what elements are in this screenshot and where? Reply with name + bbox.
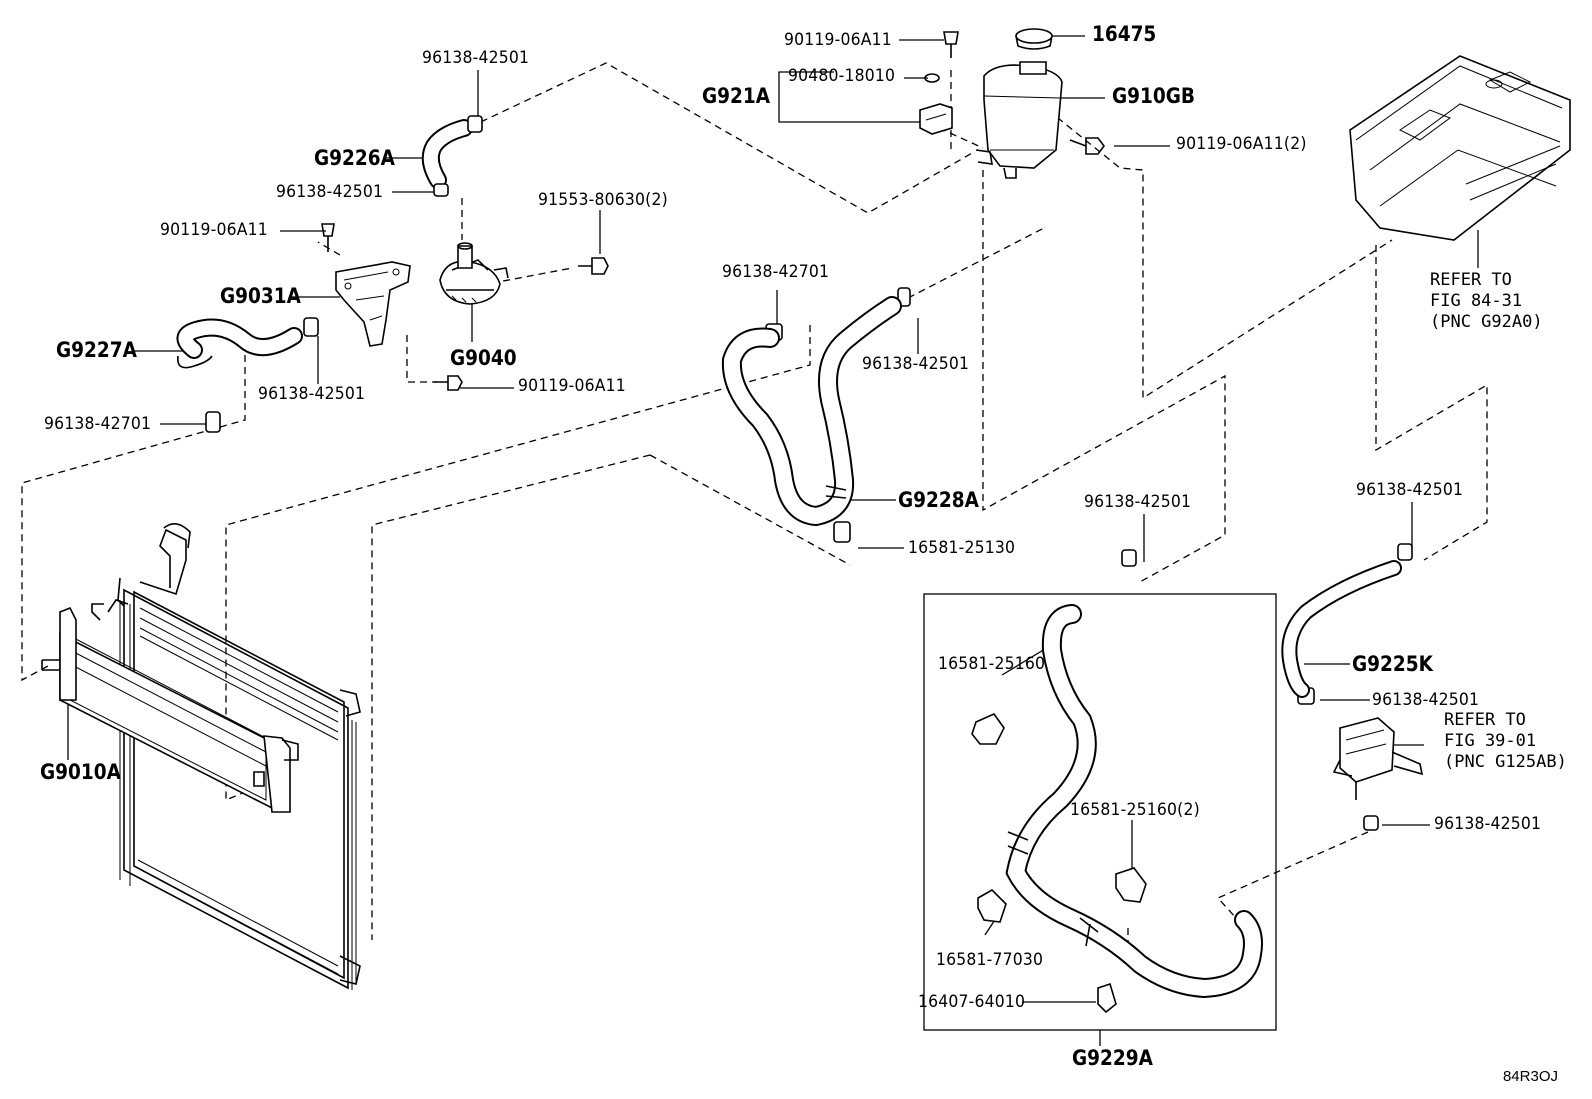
reference-inverter: REFER TO FIG 84-31 (PNC G92A0) <box>1430 270 1543 332</box>
label-cap-16475[interactable]: 16475 <box>1092 22 1157 46</box>
reservoir-tank[interactable] <box>975 28 1063 179</box>
label-clamp-16581-25160-2[interactable]: 16581-25160(2) <box>1070 800 1200 820</box>
label-radiator-g9010a[interactable]: G9010A <box>40 760 121 784</box>
label-clamp-96138-42701[interactable]: 96138-42701 <box>44 414 152 434</box>
hose-g9225k[interactable] <box>1281 560 1402 698</box>
label-bolt-90119-06a11[interactable]: 90119-06A11 <box>784 30 892 50</box>
label-clamp-96138-42701[interactable]: 96138-42701 <box>722 262 830 282</box>
oil-cooler[interactable] <box>1332 717 1424 800</box>
label-grommet-90480-18010[interactable]: 90480-18010 <box>788 66 896 86</box>
label-clamp-16581-77030[interactable]: 16581-77030 <box>936 950 1044 970</box>
label-clamp-16581-25130[interactable]: 16581-25130 <box>908 538 1016 558</box>
label-bracket-g921a[interactable]: G921A <box>702 84 771 108</box>
inverter-assembly[interactable] <box>1349 55 1571 241</box>
label-hose-g9228a[interactable]: G9228A <box>898 488 979 512</box>
label-bolt-90119-06a11-2[interactable]: 90119-06A11(2) <box>1176 134 1307 154</box>
label-clamp-96138-42501[interactable]: 96138-42501 <box>1372 690 1480 710</box>
label-reservoir-g910gb[interactable]: G910GB <box>1112 84 1196 108</box>
hose-kit-g9229a-box[interactable] <box>923 593 1277 1031</box>
electric-water-pump[interactable] <box>439 242 509 305</box>
reference-oil-cooler: REFER TO FIG 39-01 (PNC G125AB) <box>1444 710 1567 772</box>
label-hose-g9226a[interactable]: G9226A <box>314 146 395 170</box>
hose-g9228a[interactable] <box>721 296 902 527</box>
label-clamp-96138-42501[interactable]: 96138-42501 <box>1434 814 1542 834</box>
label-hose-g9225k[interactable]: G9225K <box>1352 652 1433 676</box>
leader-lines <box>67 35 1479 1046</box>
reservoir-bracket-g921a[interactable] <box>919 103 953 135</box>
label-clamp-96138-42501[interactable]: 96138-42501 <box>1356 480 1464 500</box>
label-clamp-96138-42501[interactable]: 96138-42501 <box>862 354 970 374</box>
label-clamp-96138-42501[interactable]: 96138-42501 <box>276 182 384 202</box>
figure-code: 84R3OJ <box>1502 1068 1558 1085</box>
label-bolt-90119-06a11[interactable]: 90119-06A11 <box>160 220 268 240</box>
label-clamp-96138-42501[interactable]: 96138-42501 <box>422 48 530 68</box>
label-hose-g9227a[interactable]: G9227A <box>56 338 137 362</box>
radiator-assembly[interactable] <box>91 523 361 990</box>
pump-bracket[interactable] <box>335 261 411 347</box>
label-clamp-96138-42501[interactable]: 96138-42501 <box>1084 492 1192 512</box>
bolts[interactable] <box>321 31 1105 391</box>
assembly-dashed-lines <box>21 62 1488 976</box>
label-clamp-16581-25160[interactable]: 16581-25160 <box>938 654 1046 674</box>
label-bolt-90119-06a11[interactable]: 90119-06A11 <box>518 376 626 396</box>
label-water-pump-g9040[interactable]: G9040 <box>450 346 517 370</box>
label-clamp-96138-42501[interactable]: 96138-42501 <box>258 384 366 404</box>
hose-clamps[interactable] <box>205 115 1413 831</box>
label-plug-16407-64010[interactable]: 16407-64010 <box>918 992 1026 1012</box>
hose-g9226a[interactable] <box>421 119 473 189</box>
label-screw-91553-80630[interactable]: 91553-80630(2) <box>538 190 668 210</box>
label-hose-g9229a[interactable]: G9229A <box>1072 1046 1153 1070</box>
condenser[interactable] <box>41 606 299 813</box>
label-bracket-g9031a[interactable]: G9031A <box>220 284 301 308</box>
hose-g9227a[interactable] <box>176 318 303 369</box>
